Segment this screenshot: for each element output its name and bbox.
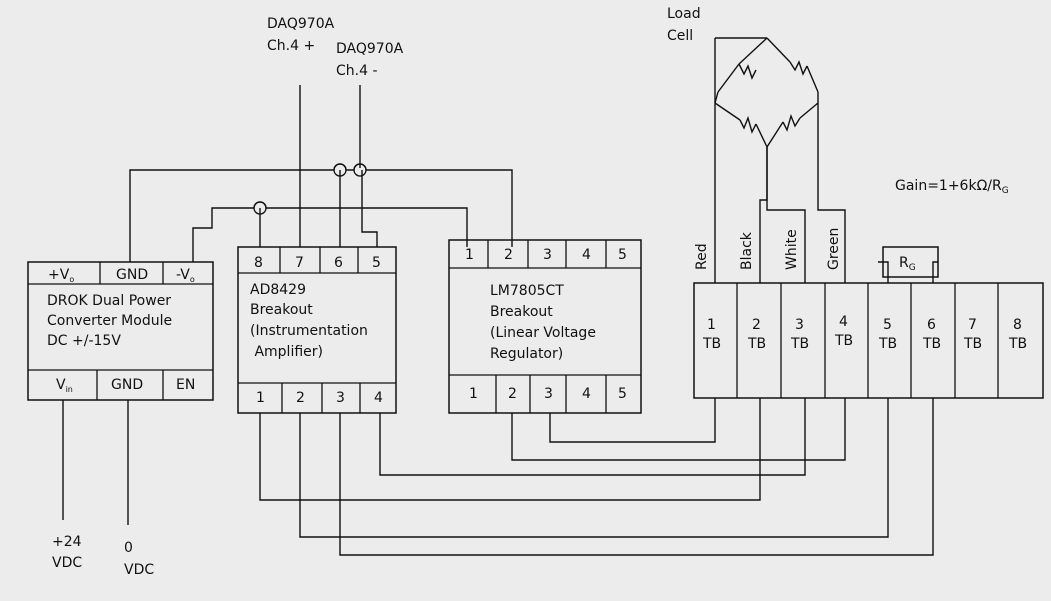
rg-resistor: RG xyxy=(882,246,939,278)
reg-top-pin-3: 3 xyxy=(543,247,552,263)
regulator-module: 1 2 3 4 5 LM7805CT Breakout (Linear Volt… xyxy=(448,239,642,414)
daq-plus-label-2: Ch.4 + xyxy=(267,38,315,54)
wire-black xyxy=(759,147,768,283)
daq-plus-label-1: DAQ970A xyxy=(267,16,335,32)
wire-neg-supply-bus xyxy=(192,201,468,262)
inamp-top-pin-8: 8 xyxy=(254,255,263,271)
wires xyxy=(62,85,938,556)
inamp-top-pin-5: 5 xyxy=(372,255,381,271)
inamp-top-pin-7: 7 xyxy=(295,255,304,271)
wire-reg-pin3-tb1 xyxy=(549,398,716,443)
daq-minus-label-2: Ch.4 - xyxy=(336,63,378,79)
wire-inamp-pin4-tb3 xyxy=(379,398,806,476)
load-cell-bridge xyxy=(714,37,819,148)
inamp-bottom-pin-4: 4 xyxy=(374,390,383,406)
drok-pin-gnd: GND xyxy=(116,267,148,283)
tb-2-number: 2 xyxy=(752,317,761,333)
crossover-marks xyxy=(253,163,367,215)
tb-1-number: 1 xyxy=(707,317,716,333)
inamp-desc-1: AD8429 xyxy=(250,282,306,298)
supply-0v-label-1: 0 xyxy=(124,540,133,556)
reg-bottom-pin-4: 4 xyxy=(582,386,591,402)
reg-bottom-pin-3: 3 xyxy=(544,386,553,402)
daq-minus-label-1: DAQ970A xyxy=(336,41,404,57)
tb-7-number: 7 xyxy=(968,317,977,333)
tb-6-tag: TB xyxy=(922,336,941,352)
wire-inamp-pin5 xyxy=(361,170,378,247)
tb-4-number: 4 xyxy=(839,314,848,330)
tb-2-tag: TB xyxy=(747,336,766,352)
inamp-bottom-pin-3: 3 xyxy=(336,390,345,406)
tb-5-tag: TB xyxy=(878,336,897,352)
rg-resistor-label: RG xyxy=(899,255,916,273)
drok-desc-1: DROK Dual Power xyxy=(47,293,171,309)
load-cell-label-1: Load xyxy=(667,6,701,22)
inamp-top-pin-6: 6 xyxy=(334,255,343,271)
reg-top-pin-1: 1 xyxy=(465,247,474,263)
wire-green xyxy=(817,103,846,283)
labels: DAQ970A Ch.4 + DAQ970A Ch.4 - Load Cell … xyxy=(52,6,1009,578)
wire-rg-right xyxy=(932,261,938,283)
tb-4-tag: TB xyxy=(834,333,853,349)
reg-bottom-pin-1: 1 xyxy=(469,386,478,402)
drok-pin-gnd-bottom: GND xyxy=(111,377,143,393)
wire-rg-left xyxy=(878,261,889,283)
tb-7-tag: TB xyxy=(963,336,982,352)
tb-3-tag: TB xyxy=(790,336,809,352)
reg-desc-2: Breakout xyxy=(490,304,553,320)
tb-6-number: 6 xyxy=(927,317,936,333)
drok-pin-vin: Vin xyxy=(56,377,73,394)
reg-desc-1: LM7805CT xyxy=(490,283,564,299)
wire-label-green: Green xyxy=(826,228,842,270)
reg-top-pin-4: 4 xyxy=(582,247,591,263)
reg-desc-4: Regulator) xyxy=(490,346,563,362)
wire-label-red: Red xyxy=(694,243,710,270)
inamp-module: 8 7 6 5 AD8429 Breakout (Instrumentation… xyxy=(237,246,397,414)
wire-reg-pin2-tb4 xyxy=(511,398,846,461)
inamp-desc-4: Amplifier) xyxy=(250,344,323,360)
terminal-block: 1 TB 2 TB 3 TB 4 TB 5 TB 6 TB 7 TB 8 TB xyxy=(693,282,1044,399)
load-cell-label-2: Cell xyxy=(667,28,693,44)
wire-label-black: Black xyxy=(739,231,755,270)
reg-desc-3: (Linear Voltage xyxy=(490,325,596,341)
tb-8-tag: TB xyxy=(1008,336,1027,352)
supply-0v-label-2: VDC xyxy=(124,562,154,578)
wire-inamp-pin2-tb5 xyxy=(299,398,889,538)
inamp-bottom-pin-2: 2 xyxy=(296,390,305,406)
crossover-pin6 xyxy=(333,163,347,177)
reg-bottom-pin-5: 5 xyxy=(618,386,627,402)
supply-24v-label-2: VDC xyxy=(52,555,82,571)
inamp-bottom-pin-1: 1 xyxy=(256,390,265,406)
drok-desc-2: Converter Module xyxy=(47,313,172,329)
drok-pin-en: EN xyxy=(176,377,195,393)
wire-label-white: White xyxy=(784,229,800,270)
wire-white xyxy=(766,147,806,283)
wire-inamp-pin1-tb2 xyxy=(259,398,761,501)
crossover-daq-minus xyxy=(353,163,367,177)
tb-5-number: 5 xyxy=(883,317,892,333)
supply-24v-label-1: +24 xyxy=(52,534,82,550)
crossover-pin8 xyxy=(253,201,267,215)
drok-pin-vo-pos: +Vo xyxy=(48,267,74,284)
reg-top-pin-5: 5 xyxy=(618,247,627,263)
tb-3-number: 3 xyxy=(795,317,804,333)
drok-pin-vo-neg: -Vo xyxy=(176,267,195,284)
tb-1-tag: TB xyxy=(702,336,721,352)
drok-module: +Vo GND -Vo DROK Dual Power Converter Mo… xyxy=(27,261,214,401)
inamp-desc-2: Breakout xyxy=(250,302,313,318)
gain-formula: Gain=1+6kΩ/RG xyxy=(895,178,1009,196)
tb-8-number: 8 xyxy=(1013,317,1022,333)
inamp-desc-3: (Instrumentation xyxy=(250,323,368,339)
reg-top-pin-2: 2 xyxy=(504,247,513,263)
wire-inamp-pin3-tb6 xyxy=(339,398,934,556)
drok-desc-3: DC +/-15V xyxy=(47,333,121,349)
reg-bottom-pin-2: 2 xyxy=(508,386,517,402)
